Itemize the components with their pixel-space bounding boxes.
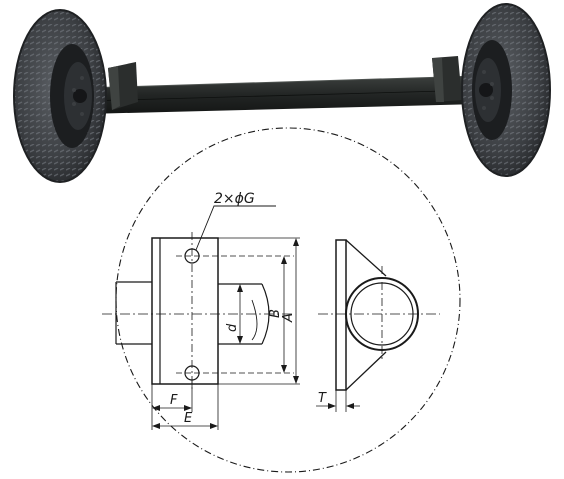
hole-callout-label: 2×ϕG xyxy=(214,191,255,207)
front-view xyxy=(316,239,440,412)
dim-e-label: E xyxy=(184,411,193,426)
axle-photo xyxy=(13,3,551,183)
dim-t-label: T xyxy=(318,391,327,406)
detail-drawing: 2×ϕG A B d F E T xyxy=(102,127,461,473)
right-bracket xyxy=(432,56,462,102)
left-wheel xyxy=(13,9,107,183)
dim-f-label: F xyxy=(170,393,178,408)
left-bracket xyxy=(108,62,138,110)
detail-circle xyxy=(115,127,461,473)
dim-a-label: A xyxy=(281,313,296,323)
dim-d-label: d xyxy=(225,323,240,332)
right-wheel xyxy=(461,3,551,177)
dim-b-label: B xyxy=(268,309,283,318)
side-view xyxy=(102,205,300,430)
axle-beam xyxy=(83,75,481,114)
